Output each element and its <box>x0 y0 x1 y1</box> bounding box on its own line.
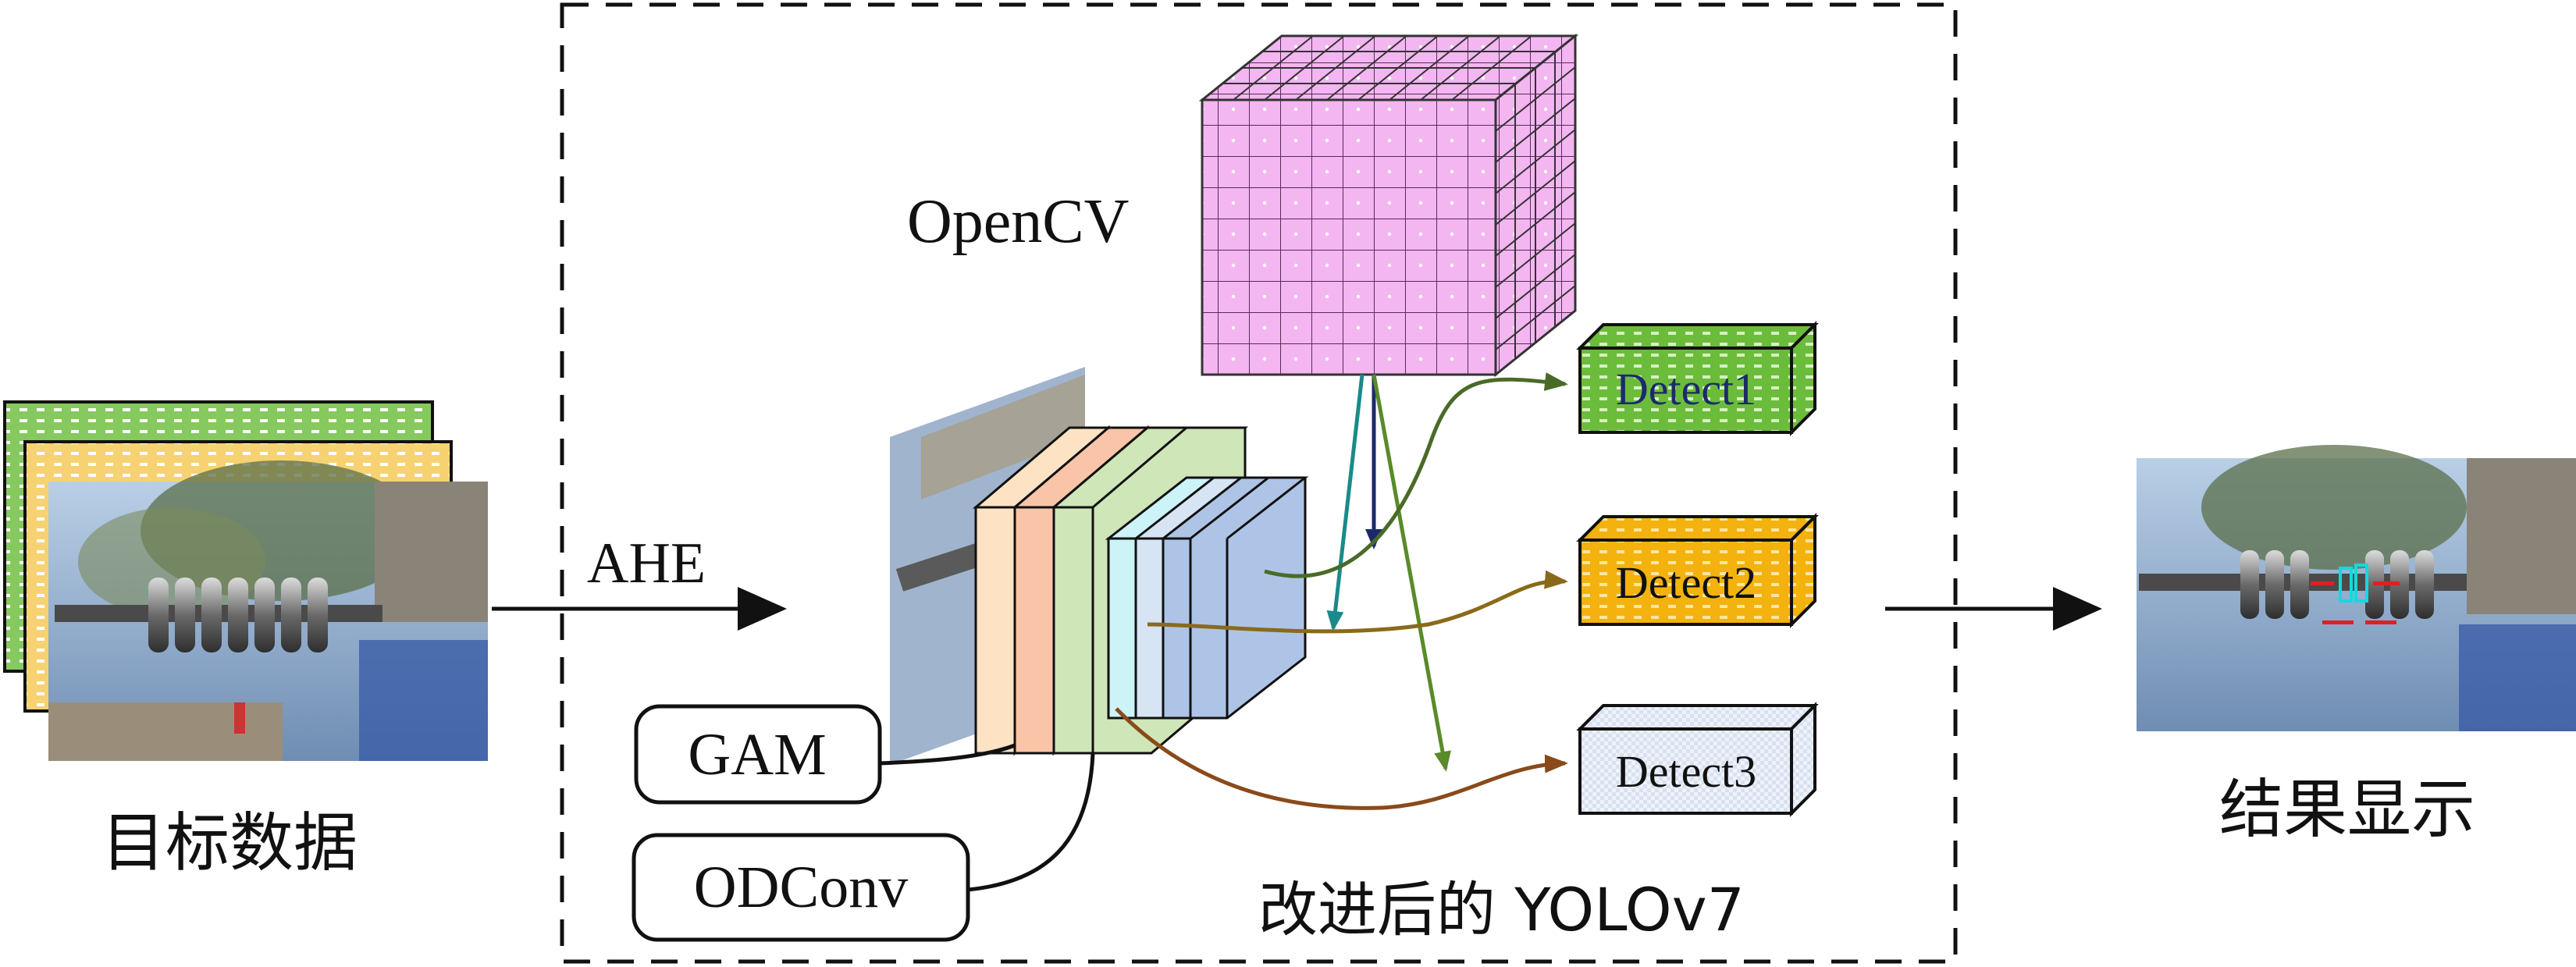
result-photo-icon <box>2137 445 2576 731</box>
model-frame <box>560 2 1958 964</box>
detect2-label: Detect2 <box>1616 557 1756 608</box>
odconv-box <box>632 833 970 942</box>
detect-head-1: Detect1 <box>1576 321 1819 436</box>
detect3-label: Detect3 <box>1616 746 1756 797</box>
model-label: 改进后的 YOLOv7 <box>1258 875 1745 944</box>
ahe-arrow-head <box>738 587 787 631</box>
result-label: 结果显示 <box>2219 773 2475 847</box>
output-arrow-head <box>2053 587 2102 631</box>
gam-connector <box>879 743 1016 766</box>
input-data-label: 目标数据 <box>101 806 358 880</box>
gam-box <box>634 704 882 805</box>
odconv-connector <box>967 752 1095 892</box>
curve-to-detect3 <box>1115 707 1568 810</box>
opencv-label: OpenCV <box>907 187 1129 256</box>
opencv-arrow-green <box>1372 374 1451 772</box>
detect1-label: Detect1 <box>1616 364 1756 414</box>
input-data-stack <box>3 400 488 761</box>
odconv-label: ODConv <box>694 855 908 920</box>
opencv-arrow-teal <box>1326 374 1364 631</box>
insulator-photo-icon <box>48 460 488 761</box>
curve-to-detect1 <box>1264 372 1568 578</box>
feature-cube-icon <box>1198 33 1579 378</box>
ahe-label: AHE <box>587 531 706 595</box>
gam-label: GAM <box>688 722 826 787</box>
curve-to-detect2 <box>1147 570 1568 634</box>
detect-head-2: Detect2 <box>1576 513 1819 628</box>
feature-layer-stack <box>972 425 1309 756</box>
detect-head-3: Detect3 <box>1576 702 1819 817</box>
